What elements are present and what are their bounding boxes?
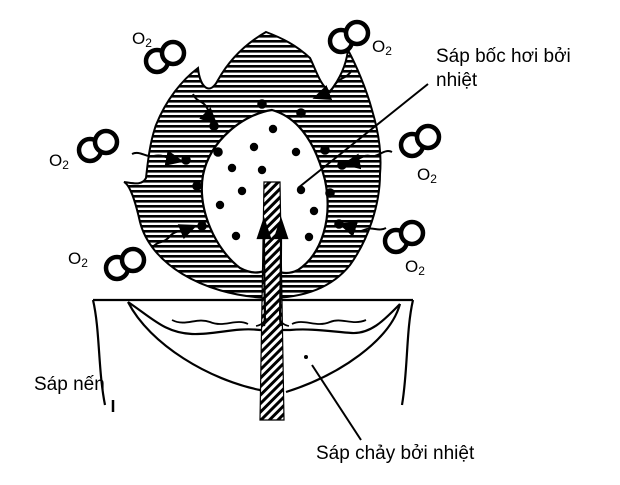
arrow-up-icon (255, 216, 290, 327)
oxygen-molecule-icon (76, 19, 442, 282)
melt-leader-line (311, 364, 362, 441)
vapor-leader-line (297, 83, 429, 189)
wax-vapor-particles (215, 124, 319, 242)
wick-icon (259, 181, 285, 421)
o2-label: O2 (372, 37, 392, 58)
candle-body (91, 298, 415, 406)
vapor-label-line1: Sáp bốc hơi bởi (436, 46, 571, 67)
melted-wax-label: Sáp chảy bởi nhiệt (316, 443, 475, 464)
o2-label: O2 (132, 29, 152, 50)
candle-wax-label: Sáp nến (34, 374, 105, 395)
o2-label: O2 (68, 249, 88, 270)
vapor-label-line2: nhiệt (436, 70, 478, 91)
o2-label: O2 (417, 165, 437, 186)
melt-pointer-dot (304, 355, 308, 359)
oxygen-labels: O2 O2 O2 O2 O2 O2 (49, 29, 437, 278)
oxygen-flow-arrows (131, 69, 393, 249)
o2-label: O2 (405, 257, 425, 278)
o2-label: O2 (49, 151, 69, 172)
